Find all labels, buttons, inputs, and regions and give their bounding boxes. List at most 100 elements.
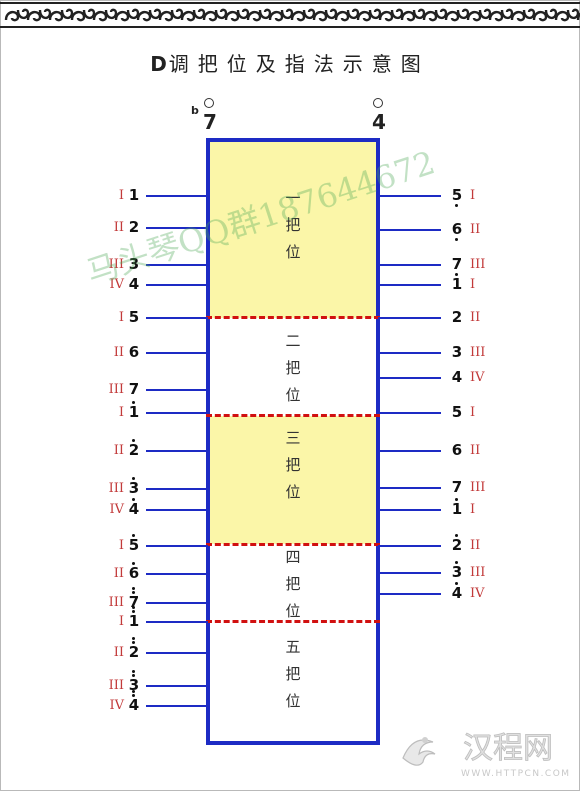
note-digit: 3 [451,343,463,361]
note-digit: 1 [451,498,463,518]
position-divider [206,620,380,623]
fret-line [378,195,441,197]
fret-line [378,450,441,452]
note-digit: 4 [128,690,140,714]
fret-line [146,317,208,319]
position-label-2: 二把位 [285,332,301,404]
site-logo: 汉程网 WWW.HTTPCN.COM [402,731,569,779]
note-digit: 1 [451,275,463,293]
fret-line [378,545,441,547]
note-digit: 4 [128,275,140,293]
fret-line [146,227,208,229]
fret-line [146,284,208,286]
note-digit: 7 [451,256,463,276]
note-digit: 1 [128,401,140,421]
finger-number: I [118,405,124,420]
fret-line [146,545,208,547]
note-digit: 1 [128,606,140,630]
finger-number: II [113,345,124,360]
fret-line [146,488,208,490]
position-divider [206,316,380,319]
finger-number: II [470,538,481,553]
position-label-4: 四把位 [285,548,301,620]
decorative-border [0,2,580,28]
note-digit: 7 [128,587,140,611]
instrument-neck [206,138,380,745]
fret-line [378,264,441,266]
position-divider [206,414,380,417]
note-digit: 5 [128,534,140,554]
note-digit: 2 [128,439,140,459]
fret-line [146,195,208,197]
note-digit: 6 [451,441,463,459]
finger-number: I [470,188,476,203]
fret-line [146,621,208,623]
note-digit: 7 [451,478,463,496]
finger-number: I [470,502,476,517]
logo-name: 汉程网 [463,731,553,766]
finger-number: I [118,614,124,629]
position-label-5: 五把位 [285,638,301,710]
fret-line [146,352,208,354]
fret-line [146,412,208,414]
fret-line [378,509,441,511]
finger-number: II [113,566,124,581]
note-digit: 5 [128,308,140,326]
finger-number: II [113,220,124,235]
note-digit: 4 [128,498,140,518]
finger-number: III [470,345,486,360]
fret-line [378,487,441,489]
note-digit: 2 [128,637,140,661]
finger-number: II [113,645,124,660]
note-digit: 6 [128,562,140,582]
finger-number: IV [109,277,124,292]
fret-line [146,389,208,391]
finger-number: IV [109,502,124,517]
note-digit: 2 [451,534,463,554]
finger-number: III [108,257,124,272]
finger-number: III [108,678,124,693]
note-digit: 2 [128,218,140,236]
finger-number: IV [470,586,485,601]
note-digit: 6 [128,343,140,361]
position-label-3: 三把位 [285,429,301,501]
note-digit: 1 [128,186,140,204]
finger-number: III [470,480,486,495]
finger-number: III [470,565,486,580]
note-digit: 3 [451,561,463,581]
finger-number: I [118,538,124,553]
finger-number: III [108,382,124,397]
position-label-1: 一把位 [285,189,301,261]
fret-line [146,450,208,452]
fret-line [146,652,208,654]
third-position-shade [210,416,376,544]
fret-line [378,412,441,414]
top-note-right: 4 [372,98,386,134]
note-digit: 5 [451,187,463,207]
fret-line [378,229,441,231]
fret-line [146,602,208,604]
fret-line [146,705,208,707]
finger-number: III [470,257,486,272]
fret-line [378,593,441,595]
finger-number: II [470,443,481,458]
note-digit: 4 [451,368,463,386]
fret-line [146,264,208,266]
finger-number: II [470,222,481,237]
finger-number: III [108,595,124,610]
position-divider [206,543,380,546]
fret-line [378,377,441,379]
note-digit: 3 [128,670,140,694]
fret-line [378,284,441,286]
note-digit: 4 [451,582,463,602]
finger-number: II [113,443,124,458]
finger-number: I [118,310,124,325]
finger-number: III [108,481,124,496]
finger-number: I [470,405,476,420]
note-digit: 5 [451,403,463,421]
finger-number: I [118,188,124,203]
first-position-shade [210,142,376,318]
finger-number: IV [109,698,124,713]
note-digit: 3 [128,255,140,273]
note-digit: 3 [128,477,140,497]
